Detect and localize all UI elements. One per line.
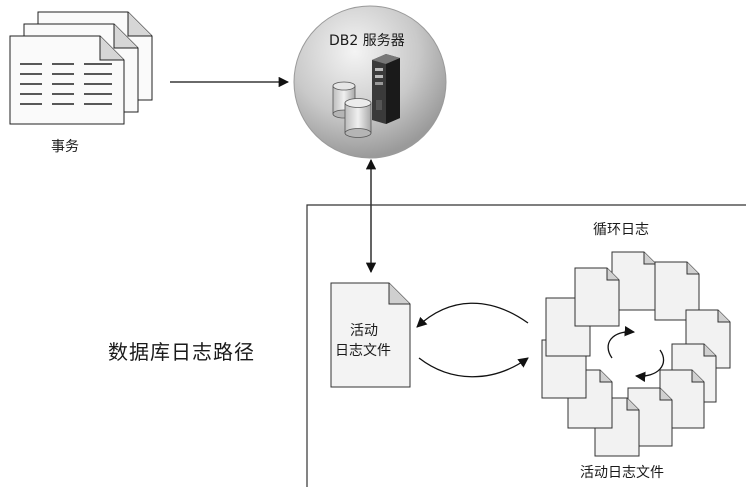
- active-log-file-label-line2: 日志文件: [335, 343, 391, 359]
- server-icon: [372, 54, 400, 124]
- arrow-active-to-circular: [418, 357, 529, 378]
- log-path-label: 数据库日志路径: [108, 340, 255, 364]
- active-log-files-label: 活动日志文件: [580, 465, 664, 481]
- log-path-region: [306, 204, 746, 487]
- log-file-icon: [654, 261, 700, 321]
- transactions-label: 事务: [51, 139, 79, 155]
- circular-log-label: 循环日志: [593, 222, 649, 238]
- active-log-file-icon: [330, 282, 411, 388]
- cycle-arrows-icon: [607, 325, 665, 383]
- active-log-file-label-line1: 活动: [350, 323, 378, 339]
- transactions-document-stack-icon: [9, 11, 153, 125]
- circular-log-ring: [541, 251, 731, 457]
- server-label: DB2 服务器: [329, 33, 405, 49]
- db2-server-node: [293, 5, 447, 159]
- log-file-icon: [574, 267, 620, 327]
- database-cylinder-icon: [332, 81, 372, 138]
- arrow-circular-to-active: [416, 302, 529, 328]
